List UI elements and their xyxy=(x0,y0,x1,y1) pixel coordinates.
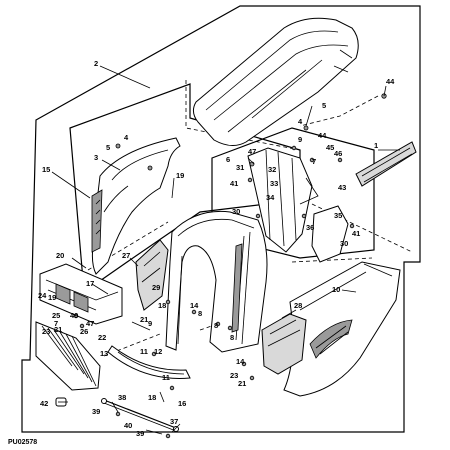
callout-12: 12 xyxy=(154,347,162,356)
side-panel-right xyxy=(283,261,401,397)
callout-26: 26 xyxy=(80,327,88,336)
figure-code: PU02578 xyxy=(8,439,37,446)
callout-3: 3 xyxy=(94,153,98,162)
callout-43: 43 xyxy=(338,183,346,192)
callout-49: 49 xyxy=(70,311,78,320)
callout-31: 31 xyxy=(236,163,244,172)
callout-21: 21 xyxy=(140,315,148,324)
callout-21: 21 xyxy=(238,379,246,388)
callout-30: 30 xyxy=(232,207,240,216)
callout-46: 46 xyxy=(334,149,342,158)
callout-2: 2 xyxy=(94,59,98,68)
callout-21: 21 xyxy=(54,325,62,334)
callout-14: 14 xyxy=(236,357,245,366)
callout-11: 11 xyxy=(162,373,170,382)
callout-9: 9 xyxy=(298,135,302,144)
support-rod xyxy=(101,398,179,432)
callout-33: 33 xyxy=(270,179,278,188)
callout-5: 5 xyxy=(322,101,326,110)
hood-shell xyxy=(192,17,359,146)
callout-39: 39 xyxy=(92,407,100,416)
callout-20: 20 xyxy=(56,251,64,260)
callout-4: 4 xyxy=(298,117,303,126)
bottom-trim-bar xyxy=(107,345,191,379)
callout-11: 11 xyxy=(140,347,148,356)
alignment-line xyxy=(185,80,301,151)
callout-39: 39 xyxy=(136,429,144,438)
callout-16: 16 xyxy=(178,399,186,408)
grille-slats xyxy=(35,321,101,391)
callout-27: 27 xyxy=(122,251,130,260)
callout-8: 8 xyxy=(230,333,234,342)
callout-5: 5 xyxy=(106,143,110,152)
callout-40: 40 xyxy=(124,421,132,430)
callout-19: 19 xyxy=(48,293,56,302)
callout-42: 42 xyxy=(40,399,48,408)
callout-17: 17 xyxy=(86,279,94,288)
callout-13: 13 xyxy=(100,349,108,358)
callout-6: 6 xyxy=(226,155,230,164)
callout-38: 38 xyxy=(118,393,126,402)
callout-24: 24 xyxy=(38,291,47,300)
callout-18: 18 xyxy=(158,301,166,310)
callout-41: 41 xyxy=(230,179,238,188)
callout-47: 47 xyxy=(248,147,256,156)
callout-44: 44 xyxy=(318,131,327,140)
callout-34: 34 xyxy=(266,193,275,202)
callout-30: 30 xyxy=(340,239,348,248)
grille-frame xyxy=(165,210,268,353)
alignment-line xyxy=(291,257,373,263)
callout-41: 41 xyxy=(352,229,360,238)
callout-4: 4 xyxy=(124,133,129,142)
support-bracket xyxy=(247,147,349,263)
callout-19: 19 xyxy=(176,171,184,180)
inner-panel xyxy=(135,239,169,311)
callout-44: 44 xyxy=(386,77,395,86)
callout-23: 23 xyxy=(42,327,50,336)
callout-29: 29 xyxy=(152,283,160,292)
alignment-line xyxy=(299,95,379,127)
callout-10: 10 xyxy=(332,285,340,294)
callout-32: 32 xyxy=(268,165,276,174)
assembly-outline xyxy=(21,5,421,433)
callout-7: 7 xyxy=(54,319,58,328)
alignment-line xyxy=(311,203,413,253)
side-panel-left xyxy=(91,137,181,275)
callout-8: 8 xyxy=(214,321,218,330)
inner-panel-28 xyxy=(261,313,307,375)
leader-lines xyxy=(51,65,400,435)
callout-35: 35 xyxy=(334,211,342,220)
callout-36: 36 xyxy=(306,223,314,232)
trim-strip-1 xyxy=(355,141,417,187)
callout-1: 1 xyxy=(374,141,378,150)
callout-22: 22 xyxy=(98,333,106,342)
callout-25: 25 xyxy=(52,311,60,320)
callout-28: 28 xyxy=(294,301,302,310)
callout-18: 18 xyxy=(148,393,156,402)
callout-15: 15 xyxy=(42,165,50,174)
callout-23: 23 xyxy=(230,371,238,380)
callout-45: 45 xyxy=(326,143,334,152)
callout-47: 47 xyxy=(86,319,94,328)
callout-14: 14 xyxy=(190,301,199,310)
callout-7: 7 xyxy=(312,157,316,166)
callout-37: 37 xyxy=(170,417,178,426)
callout-8: 8 xyxy=(198,309,202,318)
callout-labels: 1 2 3 4 4 5 5 6 7 7 8 8 8 9 9 10 11 11 1… xyxy=(38,59,395,438)
callout-9: 9 xyxy=(148,319,152,328)
front-grille xyxy=(39,263,123,325)
